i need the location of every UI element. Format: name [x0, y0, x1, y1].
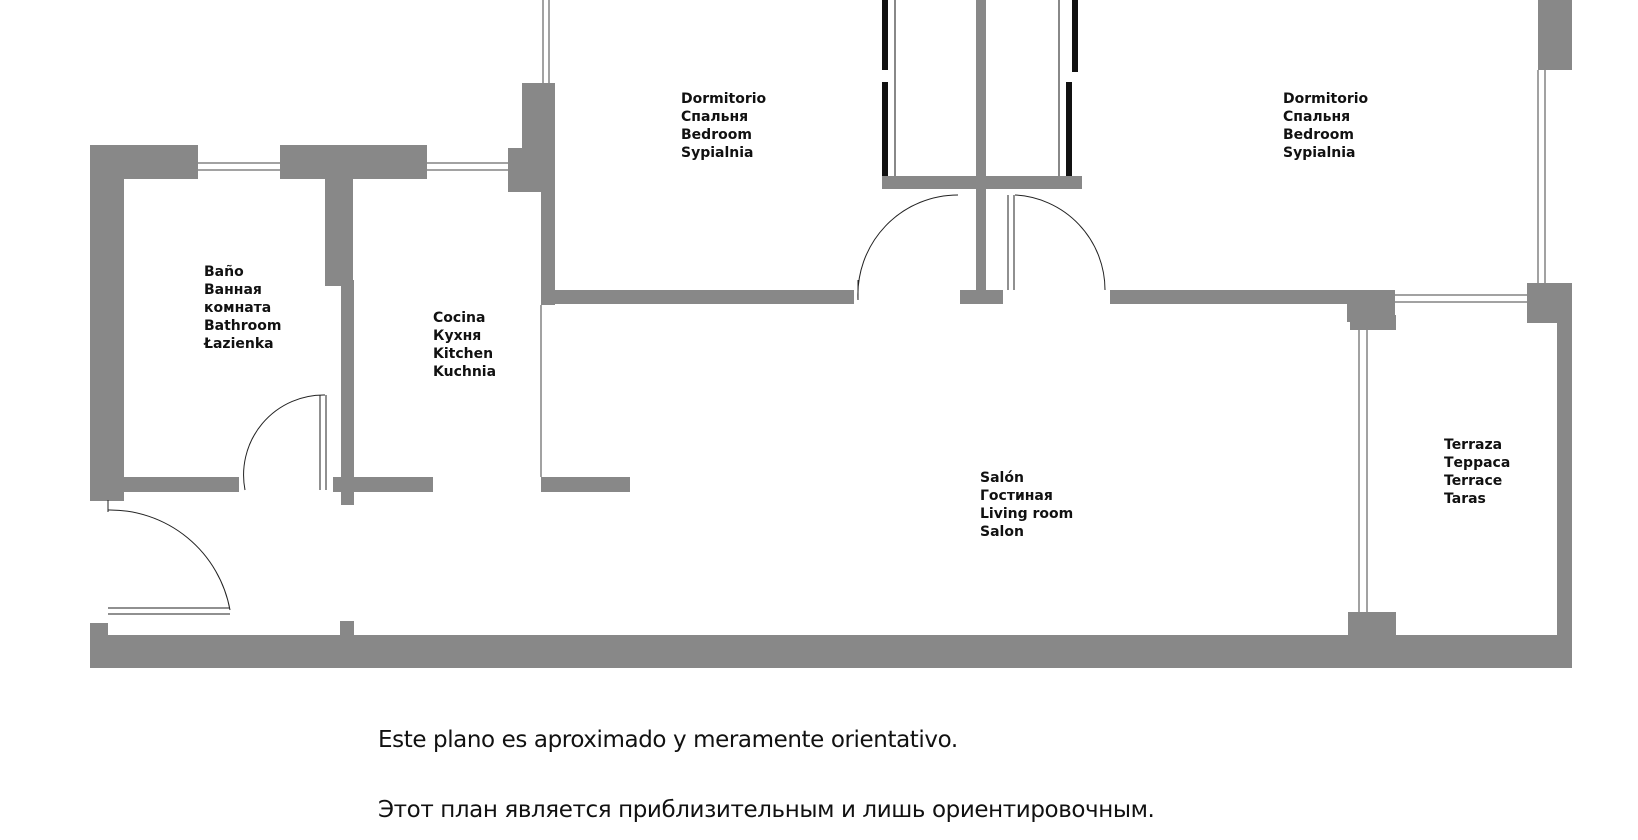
label-living-room: Salón Гостиная Living room Salon — [980, 470, 1078, 540]
wall-bottom-terrace-stub — [1348, 612, 1396, 638]
closet-door-1a — [882, 0, 888, 70]
wall-kitchen-top-corner-2 — [522, 83, 555, 183]
door-bath-swing — [243, 394, 326, 491]
doors — [107, 194, 1106, 615]
floor-plan: Dormitorio Спальня Bedroom Sypialnia Dor… — [90, 0, 1572, 668]
label-line: Гостиная — [980, 488, 1053, 504]
label-line: Cocina — [433, 310, 485, 326]
wall-bath-bottom-left — [118, 477, 239, 492]
label-line: комната — [204, 300, 271, 316]
label-line: Спальня — [1283, 109, 1350, 125]
label-bathroom: Baño Ванная комната Bathroom Łazienka — [203, 264, 286, 352]
label-line: Terrace — [1444, 473, 1502, 489]
label-line: Bedroom — [681, 127, 752, 143]
label-line: Salón — [980, 470, 1024, 486]
label-line: Ванная — [204, 282, 262, 298]
wall-kitchen-bottom — [541, 477, 630, 492]
wall-bottom-left-stub — [90, 623, 108, 638]
windows — [198, 0, 1546, 612]
label-line: Спальня — [681, 109, 748, 125]
door-bedroom2-swing — [1014, 194, 1106, 291]
label-line: Sypialnia — [681, 145, 754, 161]
closet-door-2a — [1072, 0, 1078, 72]
label-line: Baño — [204, 264, 244, 280]
label-line: Dormitorio — [1283, 91, 1369, 107]
wall-kitchen-right — [541, 180, 555, 305]
label-line: Sypialnia — [1283, 145, 1356, 161]
label-line: Kitchen — [433, 346, 493, 362]
walls — [90, 0, 1572, 668]
label-line: Dormitorio — [681, 91, 767, 107]
label-line: Łazienka — [203, 336, 274, 352]
wall-bedroom1-bottom — [541, 290, 854, 304]
label-line: Bedroom — [1283, 127, 1354, 143]
wall-top-bath-left — [90, 145, 198, 179]
closet-doors — [882, 0, 1078, 176]
wall-bottom — [90, 635, 1572, 668]
door-bedroom1-swing — [857, 194, 959, 301]
closet-door-1b — [882, 82, 888, 176]
label-line: Living room — [980, 506, 1073, 522]
label-line: Кухня — [433, 328, 481, 344]
disclaimer-spanish: Este plano es aproximado y meramente ori… — [378, 727, 958, 753]
wall-bath-kitchen-lower — [341, 280, 354, 505]
label-line: Salon — [980, 524, 1024, 540]
label-line: Bathroom — [204, 318, 282, 334]
wall-living-terrace-corner-2 — [1350, 315, 1396, 330]
wall-closet-divider-foot — [960, 290, 1003, 304]
label-line: Kuchnia — [433, 364, 496, 380]
label-line: Терраса — [1444, 455, 1510, 471]
wall-bath-kitchen-upper — [325, 176, 353, 286]
closet-door-2b — [1066, 82, 1072, 176]
disclaimer-russian: Этот план является приблизительным и лиш… — [378, 797, 1155, 823]
door-entrance-swing — [107, 509, 231, 611]
wall-left — [90, 145, 124, 501]
wall-right — [1557, 283, 1572, 668]
label-bedroom-2: Dormitorio Спальня Bedroom Sypialnia — [1283, 91, 1373, 161]
label-line: Terraza — [1444, 437, 1502, 453]
wall-closet-divider — [976, 0, 986, 292]
label-kitchen: Cocina Кухня Kitchen Kuchnia — [433, 310, 498, 380]
wall-bedroom2-bottom — [1110, 290, 1354, 304]
wall-bottom-mid-stub — [340, 621, 354, 637]
label-line: Taras — [1444, 491, 1486, 507]
wall-bath-bottom-right — [333, 477, 433, 492]
label-bedroom-1: Dormitorio Спальня Bedroom Sypialnia — [681, 91, 771, 161]
wall-right-top — [1538, 0, 1572, 70]
wall-top-bath-right — [280, 145, 427, 179]
label-terrace: Terraza Терраса Terrace Taras — [1444, 437, 1515, 507]
